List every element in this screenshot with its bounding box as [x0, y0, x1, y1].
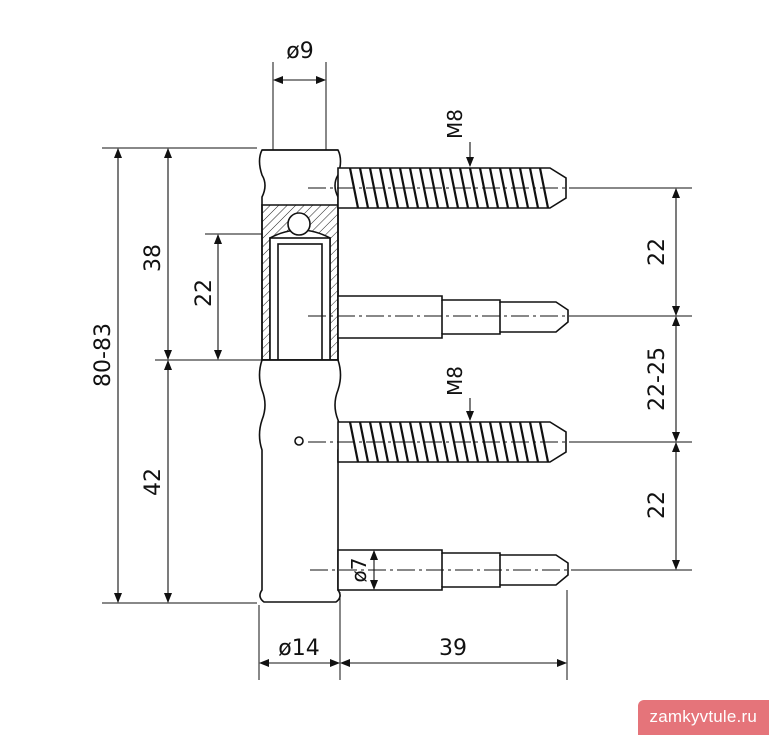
label-total-height: 80-83	[91, 323, 116, 387]
label-spacing-upper: 22	[645, 238, 670, 266]
label-spacing-lower: 22	[645, 491, 670, 519]
label-barrel-diameter: ø14	[278, 636, 319, 661]
label-lower-height: 42	[141, 468, 166, 496]
center-lines	[308, 187, 572, 571]
smooth-pin-upper	[337, 295, 569, 339]
label-shank-diameter: ø7	[347, 558, 371, 583]
watermark-badge: zamkyvtule.ru	[637, 700, 769, 735]
label-pin-length: 39	[439, 636, 467, 661]
label-pin-diameter: ø9	[286, 39, 313, 64]
label-inner-height: 22	[192, 279, 217, 307]
label-thread-bottom: M8	[443, 366, 467, 396]
label-upper-height: 38	[141, 244, 166, 272]
label-spacing-middle: 22-25	[645, 347, 670, 411]
extension-lines	[102, 62, 692, 680]
hinge-barrel	[258, 149, 342, 603]
dimension-lines	[114, 76, 680, 667]
label-thread-top: M8	[443, 109, 467, 139]
